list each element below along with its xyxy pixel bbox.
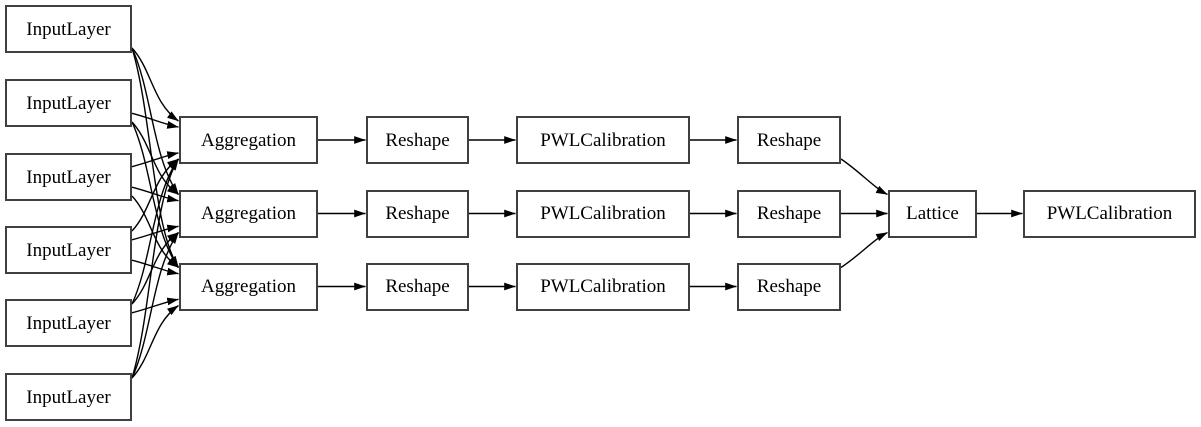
- node-input5: InputLayer: [5, 299, 132, 347]
- edge-reshape3b-lattice: [840, 231, 888, 269]
- edge-input5-agg1: [131, 158, 180, 305]
- node-pwl1: PWLCalibration: [516, 116, 690, 164]
- node-reshape3a: Reshape: [366, 262, 469, 311]
- edge-input5-agg3: [131, 297, 179, 314]
- edge-input6-agg3: [131, 304, 179, 379]
- edge-input1-agg1: [131, 47, 179, 122]
- node-input3: InputLayer: [5, 153, 132, 201]
- edge-input2-agg1: [131, 112, 179, 129]
- node-agg3: Aggregation: [179, 262, 318, 311]
- node-input2: InputLayer: [5, 79, 132, 127]
- node-lattice: Lattice: [888, 189, 977, 238]
- node-reshape2b: Reshape: [737, 189, 841, 238]
- node-reshape1b: Reshape: [737, 116, 841, 164]
- node-reshape2a: Reshape: [366, 189, 469, 238]
- edge-input2-agg3: [131, 121, 180, 268]
- node-reshape3b: Reshape: [737, 262, 841, 311]
- edge-reshape1b-lattice: [840, 158, 888, 196]
- edge-input4-agg3: [131, 259, 179, 276]
- node-pwl3: PWLCalibration: [516, 262, 690, 311]
- edge-input6-agg2: [131, 232, 180, 379]
- edge-input1-agg3: [131, 47, 180, 268]
- edge-input3-agg1: [131, 151, 179, 168]
- node-agg1: Aggregation: [179, 116, 318, 164]
- edge-input6-agg1: [131, 158, 180, 379]
- edge-input3-agg2: [131, 186, 179, 203]
- node-agg2: Aggregation: [179, 189, 318, 238]
- node-reshape1a: Reshape: [366, 116, 469, 164]
- node-input1: InputLayer: [5, 5, 132, 53]
- node-input6: InputLayer: [5, 373, 132, 421]
- edge-input1-agg2: [131, 47, 180, 195]
- node-pwl2: PWLCalibration: [516, 189, 690, 238]
- node-pwl_out: PWLCalibration: [1023, 189, 1196, 238]
- node-input4: InputLayer: [5, 226, 132, 274]
